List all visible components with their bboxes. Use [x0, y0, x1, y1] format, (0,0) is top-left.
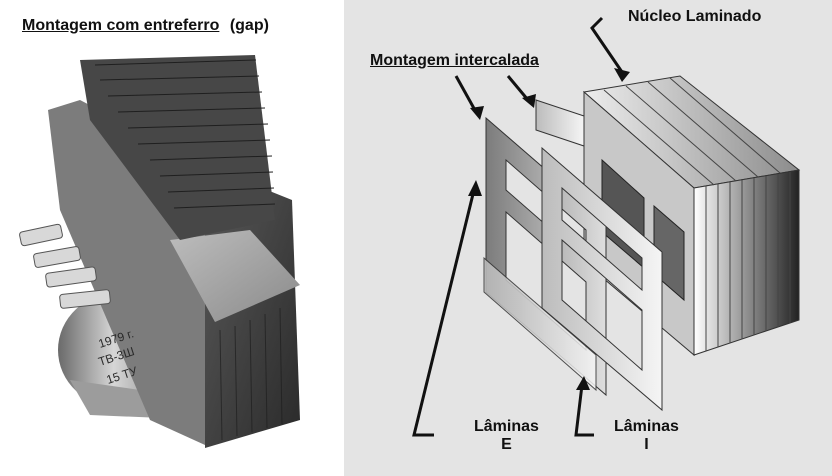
arrow-heads	[468, 68, 630, 390]
arrow-interleaved-2	[506, 75, 530, 101]
left-title-paren: (gap)	[229, 17, 269, 34]
i-lamination-strip	[535, 99, 585, 147]
arrow-i	[574, 384, 594, 437]
label-e-line1: Lâminas	[474, 418, 539, 435]
right-panel: Núcleo Laminado Montagem intercalada Lâm…	[344, 0, 832, 476]
laminated-core	[582, 75, 801, 357]
label-i-line2: I	[644, 436, 649, 453]
arrow-core	[590, 16, 624, 73]
core-top-face	[170, 230, 300, 322]
lamination-lines	[94, 59, 276, 209]
label-interleaved: Montagem intercalada	[370, 52, 539, 69]
label-i: Lâminas I	[614, 418, 679, 454]
left-panel: 1979 г. ТВ-3Ш 15 ТУ Montagem com entrefe…	[0, 0, 344, 476]
arrowhead-interleaved-1	[470, 106, 484, 120]
left-title-main: Montagem com entreferro	[22, 17, 220, 34]
label-i-line1: Lâminas	[614, 418, 679, 435]
arrowhead-core	[614, 68, 630, 82]
core-lamination-lines	[603, 77, 791, 351]
arrowhead-e	[468, 180, 482, 196]
upper-lamination-stack	[80, 55, 275, 240]
terminals	[19, 223, 111, 309]
left-title: Montagem com entreferro (gap)	[22, 17, 269, 35]
transformer-photo: 1979 г. ТВ-3Ш 15 ТУ	[19, 55, 300, 448]
label-e-line2: E	[501, 436, 512, 453]
arrowhead-i	[576, 376, 590, 390]
pointer-arrows	[412, 16, 624, 437]
core-right-face	[693, 169, 800, 356]
arrowhead-interleaved-2	[522, 94, 536, 108]
label-e: Lâminas E	[474, 418, 539, 454]
label-core: Núcleo Laminado	[628, 8, 762, 25]
arrow-e	[412, 189, 476, 437]
e-lamination-second	[541, 146, 663, 412]
arrow-interleaved-1	[454, 75, 478, 113]
front-texture	[219, 307, 283, 441]
lamination-diagram	[412, 16, 801, 437]
